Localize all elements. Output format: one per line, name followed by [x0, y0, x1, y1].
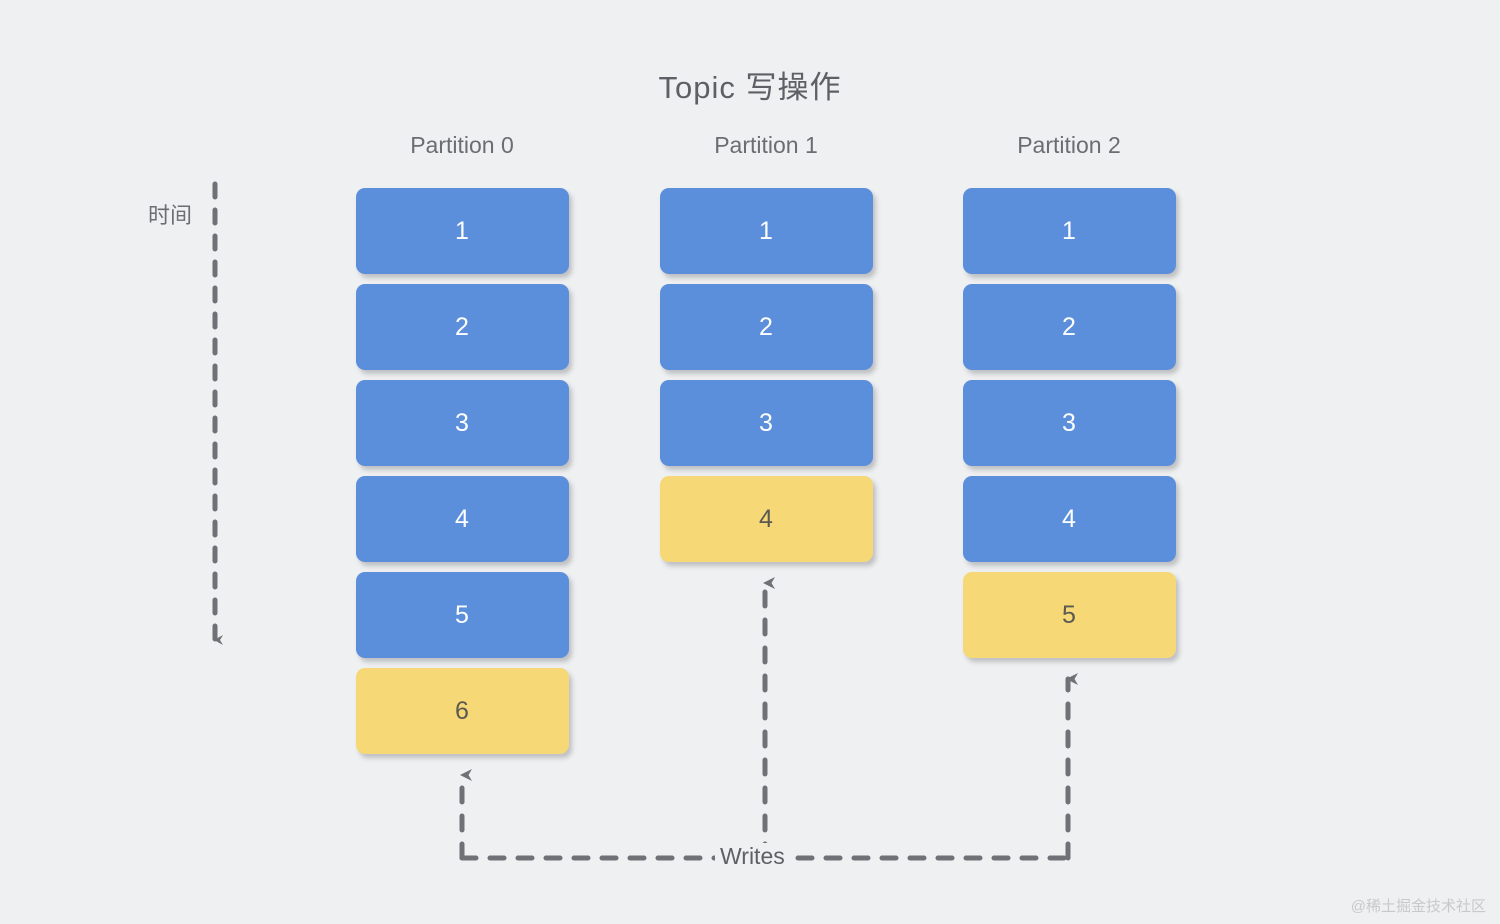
page-title: Topic 写操作 — [658, 70, 842, 105]
message-box[interactable]: 2 — [355, 284, 569, 370]
partition-title-2: Partition 2 — [1017, 132, 1121, 158]
message-box-new[interactable]: 6 — [355, 668, 569, 754]
message-box-new[interactable]: 5 — [962, 572, 1176, 658]
message-box[interactable]: 4 — [355, 476, 569, 562]
message-box[interactable]: 2 — [962, 284, 1176, 370]
partition-messages-0: 1 2 3 4 5 6 — [342, 188, 582, 754]
partition-title-0: Partition 0 — [410, 132, 514, 158]
message-box[interactable]: 5 — [355, 572, 569, 658]
message-box-new[interactable]: 4 — [659, 476, 873, 562]
partition-column-0: Partition 0 1 2 3 4 5 6 — [342, 130, 582, 764]
writes-label: Writes — [715, 843, 790, 870]
message-box[interactable]: 3 — [962, 380, 1176, 466]
message-box[interactable]: 2 — [659, 284, 873, 370]
partition-messages-2: 1 2 3 4 5 — [949, 188, 1189, 658]
time-axis-arrow — [212, 181, 223, 645]
message-box[interactable]: 3 — [659, 380, 873, 466]
partition-column-1: Partition 1 1 2 3 4 — [646, 130, 886, 572]
message-box[interactable]: 1 — [355, 188, 569, 274]
partition-title-1: Partition 1 — [714, 132, 818, 158]
time-axis-label: 时间 — [148, 203, 193, 228]
partition-column-2: Partition 2 1 2 3 4 5 — [949, 130, 1189, 668]
partition-messages-1: 1 2 3 4 — [646, 188, 886, 562]
message-box[interactable]: 4 — [962, 476, 1176, 562]
message-box[interactable]: 1 — [962, 188, 1176, 274]
message-box[interactable]: 3 — [355, 380, 569, 466]
watermark: @稀土掘金技术社区 — [1350, 898, 1486, 915]
message-box[interactable]: 1 — [659, 188, 873, 274]
